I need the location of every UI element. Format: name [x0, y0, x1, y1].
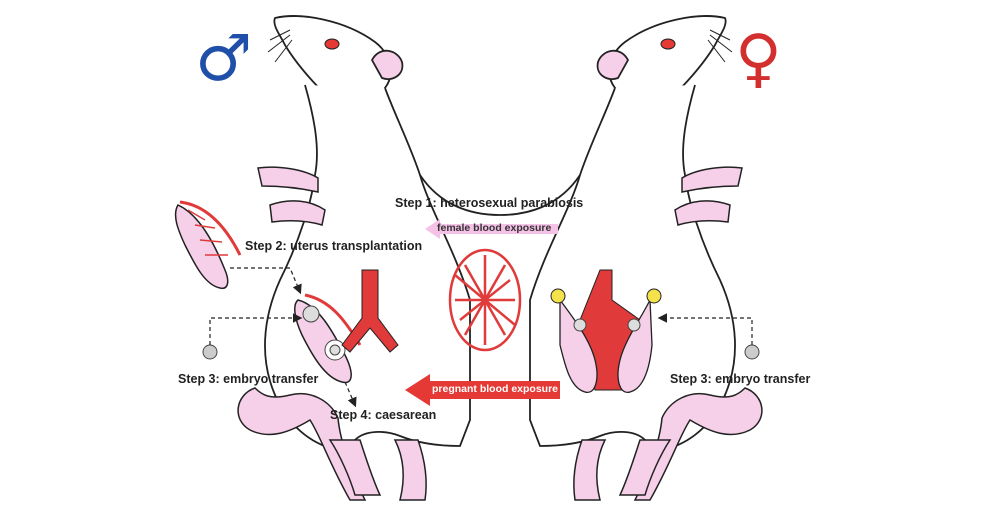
female-blood-label: female blood exposure: [437, 222, 552, 234]
male-rat-forelimbs: [257, 166, 326, 226]
male-rat-face: [267, 29, 340, 63]
transplanted-uterus: [294, 293, 362, 384]
pregnant-blood-arrow: [405, 374, 560, 406]
dashed-arrows: [209, 267, 753, 408]
donor-uterus: [174, 200, 242, 290]
female-symbol: ♀: [735, 22, 782, 96]
female-rat-tail: [633, 387, 763, 501]
embryo-right: [744, 344, 760, 360]
female-rat-hind-feet: [573, 439, 672, 501]
step3-left-label: Step 3: embryo transfer: [178, 372, 319, 386]
step1-label: Step 1: heterosexual parabiosis: [395, 196, 584, 210]
aorta-left: [341, 269, 399, 353]
step2-label: Step 2: uterus transplantation: [245, 239, 423, 253]
female-rat-forelimbs: [674, 166, 743, 226]
step4-label: Step 4: caesarean: [330, 408, 437, 422]
male-rat-hind-feet: [328, 439, 427, 501]
parabiosis-junction: [419, 174, 581, 216]
male-rat-tail: [237, 387, 367, 501]
step3-right-label: Step 3: embryo transfer: [670, 372, 811, 386]
embryo-left: [202, 344, 218, 360]
female-rat-face: [660, 29, 733, 63]
male-symbol: ♂: [195, 22, 253, 96]
pregnant-blood-label: pregnant blood exposure: [432, 383, 559, 395]
female-blood-arrow: [425, 219, 558, 239]
vascular-network: [448, 248, 522, 352]
female-uterus: [550, 269, 662, 393]
